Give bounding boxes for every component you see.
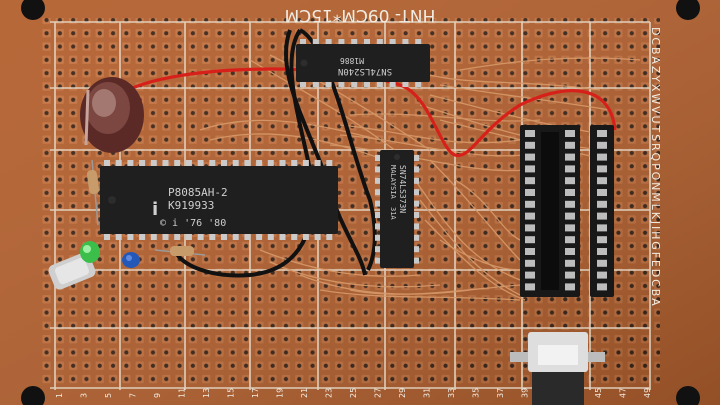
- usb-connector: [510, 332, 605, 405]
- column-number: 17: [251, 388, 260, 398]
- column-number: 29: [398, 388, 407, 398]
- cpu-chip: P8085AH-2 K919933 i © i '76 '80: [100, 160, 338, 240]
- resistor: [86, 159, 100, 226]
- column-number: 39: [521, 388, 530, 398]
- cpu-lot-number: K919933: [168, 199, 214, 212]
- board-header-label: HNT- 09CM*15CM: [285, 5, 436, 25]
- latch-ic-part: SN74LS373N: [398, 165, 407, 213]
- column-number: 3: [80, 393, 89, 398]
- top-ic: SN74LS240N M1886: [296, 39, 430, 87]
- top-ic-part: SN74LS240N: [338, 66, 392, 76]
- column-number: 45: [594, 388, 603, 398]
- mount-hole: [676, 386, 700, 405]
- empty-ic-socket: [590, 125, 614, 297]
- column-number: 47: [619, 388, 628, 398]
- column-number: 21: [300, 388, 309, 398]
- latch-ic-origin: MALAYSIA: [389, 165, 397, 200]
- resistor: [154, 246, 206, 256]
- cpu-copyright: © i '76 '80: [160, 218, 226, 229]
- empty-ic-socket: [520, 125, 580, 297]
- column-number: 15: [227, 388, 236, 398]
- blue-capacitor: [122, 252, 140, 268]
- column-number: 5: [104, 393, 113, 398]
- column-number: 11: [178, 388, 187, 398]
- red-power-wire: [119, 67, 617, 158]
- column-number: 1: [55, 393, 64, 398]
- intel-logo: i: [152, 199, 158, 220]
- column-number: 31: [423, 388, 432, 398]
- cpu-part-number: P8085AH-2: [168, 186, 228, 199]
- mount-hole: [676, 0, 700, 20]
- column-number: 25: [349, 388, 358, 398]
- electrolytic-capacitor: [80, 77, 144, 153]
- column-number: 7: [129, 393, 138, 398]
- mount-hole: [21, 386, 45, 405]
- latch-ic: MALAYSIA 31A SN74LS373N: [375, 150, 419, 268]
- row-letter-strip: DCBAZYXWVUTSRQPONMLKJIHGFEDCBA: [649, 27, 662, 308]
- column-number: 9: [153, 393, 162, 398]
- column-number: 13: [202, 388, 211, 398]
- column-number: 27: [374, 388, 383, 398]
- column-number: 35: [472, 388, 481, 398]
- column-number: 23: [325, 388, 334, 398]
- column-number: 49: [643, 388, 652, 398]
- column-number: 19: [276, 388, 285, 398]
- column-number: 37: [496, 388, 505, 398]
- green-led: [80, 241, 100, 263]
- mount-hole: [21, 0, 45, 20]
- crystal-oscillator: [48, 252, 96, 290]
- column-number: 33: [447, 388, 456, 398]
- latch-ic-code: 31A: [389, 207, 397, 220]
- top-ic-code: M1886: [340, 56, 364, 65]
